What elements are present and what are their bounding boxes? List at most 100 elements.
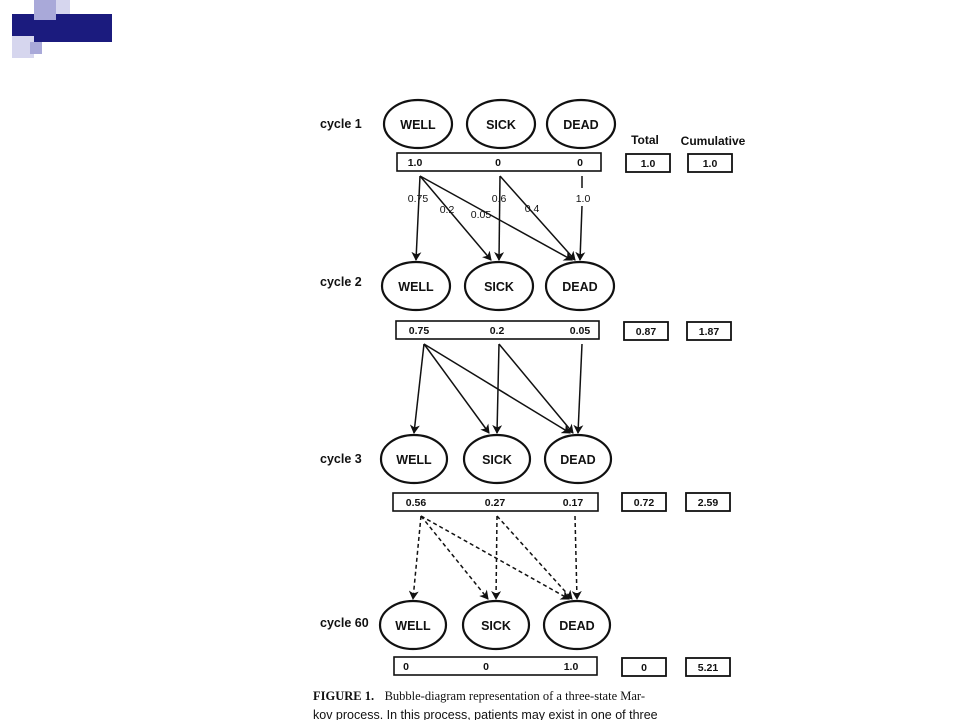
total-value: 0.87: [636, 326, 657, 338]
arrow-dead-to-dead: [571, 515, 582, 600]
value-dead: 0.05: [570, 325, 591, 337]
value-dead: 0.17: [563, 497, 584, 509]
total-box: [621, 492, 667, 512]
figure-caption: FIGURE 1. Bubble-diagram representation …: [313, 687, 658, 720]
arrow-dead-to-dead: [573, 343, 584, 434]
logo-square-lavender-2: [30, 42, 42, 54]
total-value: 0.72: [634, 497, 655, 509]
logo-square-navy-3: [56, 14, 84, 42]
state-label-well: WELL: [398, 280, 434, 294]
state-label-dead: DEAD: [562, 280, 597, 294]
state-bubble-sick: [462, 433, 532, 485]
arrow-well-to-well: [411, 175, 422, 261]
total-value: 0: [641, 662, 647, 674]
cycle-label: cycle 3: [320, 452, 362, 466]
state-bubble-dead: [542, 599, 612, 651]
transition-arrows: [408, 175, 586, 600]
arrow-well-to-dead: [419, 175, 573, 261]
arrow-sick-to-dead: [499, 175, 576, 261]
cumulative-value: 1.87: [699, 326, 720, 338]
arrow-well-to-sick: [423, 343, 490, 434]
distribution-box: [393, 656, 598, 676]
cumulative-box: [685, 657, 731, 677]
state-label-dead: DEAD: [563, 118, 598, 132]
cycles: cycle 1 WELL SICK DEAD 1.0 0 0 1.0 1.0 cycle 2 WEL…: [320, 98, 733, 677]
value-well: 0.75: [409, 325, 430, 337]
cumulative-box: [686, 321, 732, 341]
cycle-label: cycle 1: [320, 117, 362, 131]
logo-square-light-1: [56, 0, 70, 14]
cycle-group-2: cycle 2 WELL SICK DEAD 0.75 0.2 0.05 0.87 1.87: [320, 260, 732, 341]
state-bubble-sick: [463, 260, 535, 312]
value-well: 0.56: [406, 497, 427, 509]
arrow-well-to-well: [408, 515, 422, 600]
prob-well-to-well: 0.75: [408, 193, 429, 205]
value-dead: 0: [577, 157, 583, 169]
state-label-sick: SICK: [481, 619, 511, 633]
distribution-box: [392, 492, 599, 512]
state-bubble-well: [380, 260, 452, 312]
state-bubble-dead: [545, 98, 617, 150]
state-label-dead: DEAD: [560, 453, 595, 467]
state-label-dead: DEAD: [559, 619, 594, 633]
prob-well-to-dead: 0.05: [471, 209, 492, 221]
state-label-well: WELL: [396, 453, 432, 467]
logo-square-lavender-1: [34, 0, 56, 22]
arrow-well-to-sick: [420, 515, 489, 600]
prob-well-to-sick: 0.2: [440, 204, 455, 216]
caption-line-1: FIGURE 1. Bubble-diagram representation …: [313, 687, 645, 704]
arrows-cycle-2-to-3: [409, 343, 584, 434]
arrows-cycle-1-to-2: [411, 175, 586, 261]
arrow-sick-to-dead: [498, 343, 574, 434]
prob-dead-to-dead: 1.0: [576, 193, 591, 205]
cumulative-box: [687, 153, 733, 173]
logo-square-navy-1: [12, 14, 34, 36]
logo-square-navy-2: [34, 20, 56, 42]
value-sick: 0.27: [485, 497, 506, 509]
total-header: Total: [631, 133, 659, 147]
state-label-sick: SICK: [486, 118, 516, 132]
cycle-group-3: cycle 3 WELL SICK DEAD 0.56 0.27 0.17 0.72 2.59: [320, 433, 731, 512]
logo-square-light-2: [12, 36, 34, 58]
cycle-label: cycle 2: [320, 275, 362, 289]
total-value: 1.0: [641, 158, 656, 170]
state-label-well: WELL: [400, 118, 436, 132]
cycle-group-4: cycle 60 WELL SICK DEAD 0 0 1.0 0 5.21: [320, 599, 731, 677]
distribution-box: [395, 320, 600, 340]
state-bubble-well: [382, 98, 454, 150]
value-dead: 1.0: [564, 661, 579, 673]
cumulative-value: 5.21: [698, 662, 719, 674]
value-sick: 0: [483, 661, 489, 673]
arrows-cycle-3-to-4: [408, 515, 582, 600]
state-label-sick: SICK: [482, 453, 512, 467]
total-box: [625, 153, 671, 173]
logo-square-navy-4: [84, 14, 112, 42]
arrow-well-to-dead: [420, 515, 570, 600]
state-label-well: WELL: [395, 619, 431, 633]
arrow-sick-to-dead: [496, 515, 573, 600]
caption-line-2: kov process. In this process, patients m…: [313, 708, 658, 720]
caption-line-1-text: Bubble-diagram representation of a three…: [385, 689, 645, 703]
state-label-sick: SICK: [484, 280, 514, 294]
value-well: 0: [403, 661, 409, 673]
arrow-well-to-well: [409, 343, 425, 434]
arrow-sick-to-sick: [492, 343, 503, 434]
arrow-dead-to-dead: [575, 205, 586, 261]
total-box: [621, 657, 667, 677]
state-bubble-dead: [543, 433, 613, 485]
cumulative-box: [685, 492, 731, 512]
prob-sick-to-sick: 0.6: [492, 193, 507, 205]
cumulative-header: Cumulative: [681, 134, 746, 148]
arrow-sick-to-sick: [494, 175, 505, 261]
value-sick: 0.2: [490, 325, 505, 337]
cumulative-value: 1.0: [703, 158, 718, 170]
distribution-box: [396, 152, 602, 172]
cycle-label: cycle 60: [320, 616, 369, 630]
value-well: 1.0: [408, 157, 423, 169]
cumulative-value: 2.59: [698, 497, 719, 509]
state-bubble-sick: [465, 98, 537, 150]
arrow-well-to-sick: [419, 175, 492, 261]
state-bubble-sick: [461, 599, 531, 651]
